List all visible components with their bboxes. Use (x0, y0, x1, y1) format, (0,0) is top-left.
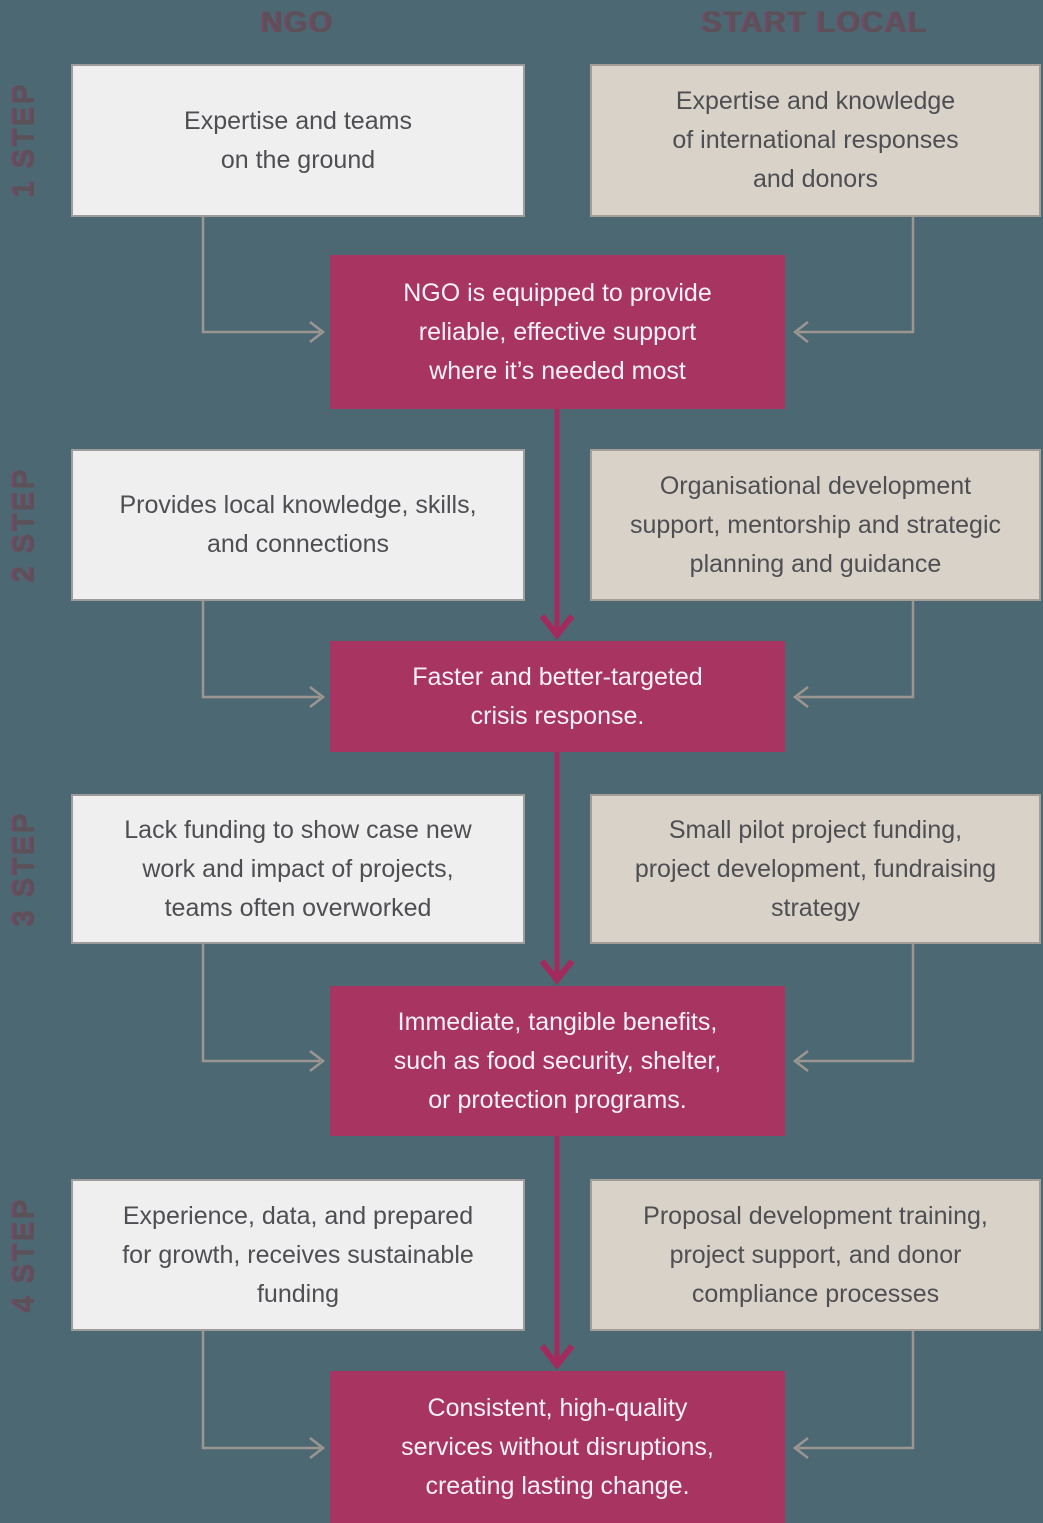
step-3-outcome-text: Immediate, tangible benefits, such as fo… (393, 1007, 722, 1114)
step-3-ngo-text: Lack funding to show case new work and i… (124, 815, 472, 922)
arrow-left-icon (792, 321, 809, 343)
step-4-local-text: Proposal development training, project s… (643, 1201, 988, 1308)
arrow-left-icon (792, 686, 809, 708)
step-2-ngo-box: Provides local knowledge, skills, and co… (71, 449, 525, 601)
step-1-local-box: Expertise and knowledge of international… (590, 64, 1041, 217)
step-3-local-box: Small pilot project funding, project dev… (590, 794, 1041, 944)
step-4-ngo-box: Experience, data, and prepared for growt… (71, 1179, 525, 1331)
arrow-down-icon (539, 1344, 575, 1370)
step-1-local-text: Expertise and knowledge of international… (672, 87, 959, 193)
step-3-label: 3 STEP (8, 811, 41, 927)
step-2-left-connector (201, 601, 326, 708)
flow-arrow-3 (539, 1136, 575, 1370)
step-3-right-connector (792, 944, 915, 1072)
step-1-ngo-box: Expertise and teams on the ground (71, 64, 525, 217)
arrow-left-icon (792, 1437, 809, 1459)
step-1-outcome-text: NGO is equipped to provide reliable, eff… (403, 278, 712, 385)
step-2-outcome-text: Faster and better-targeted crisis respon… (412, 662, 703, 730)
arrow-right-icon (309, 686, 326, 708)
step-4-outcome-box: Consistent, high-quality services withou… (330, 1371, 785, 1523)
step-3-left-connector (201, 944, 326, 1072)
step-1-right-connector (792, 217, 915, 343)
step-3-local-text: Small pilot project funding, project dev… (634, 815, 997, 922)
step-3-outcome-box: Immediate, tangible benefits, such as fo… (330, 986, 785, 1136)
arrow-left-icon (792, 1050, 809, 1072)
step-2-ngo-text: Provides local knowledge, skills, and co… (119, 491, 477, 558)
flow-arrow-1 (539, 409, 575, 640)
step-1-left-connector (201, 217, 326, 343)
arrow-right-icon (309, 321, 326, 343)
step-4-right-connector (792, 1331, 915, 1459)
arrow-right-icon (309, 1050, 326, 1072)
step-4-local-box: Proposal development training, project s… (590, 1179, 1041, 1331)
flow-arrow-2 (539, 752, 575, 985)
step-4-ngo-text: Experience, data, and prepared for growt… (122, 1201, 474, 1308)
column-header-ngo: NGO (261, 6, 335, 39)
arrow-down-icon (539, 614, 575, 640)
step-2-local-box: Organisational development support, ment… (590, 449, 1041, 601)
step-2-label: 2 STEP (8, 467, 41, 583)
step-2-outcome-box: Faster and better-targeted crisis respon… (330, 641, 785, 752)
step-2-local-text: Organisational development support, ment… (629, 471, 1002, 578)
step-1-outcome-box: NGO is equipped to provide reliable, eff… (330, 255, 785, 409)
step-4-label: 4 STEP (8, 1197, 41, 1313)
step-4-outcome-text: Consistent, high-quality services withou… (401, 1393, 714, 1500)
arrow-right-icon (309, 1437, 326, 1459)
column-header-start-local: START LOCAL (702, 6, 929, 39)
step-3-ngo-box: Lack funding to show case new work and i… (71, 794, 525, 944)
step-4-left-connector (201, 1331, 326, 1459)
step-2-right-connector (792, 601, 915, 708)
step-1-ngo-text: Expertise and teams on the ground (184, 106, 412, 174)
arrow-down-icon (539, 959, 575, 985)
step-1-label: 1 STEP (8, 82, 41, 198)
